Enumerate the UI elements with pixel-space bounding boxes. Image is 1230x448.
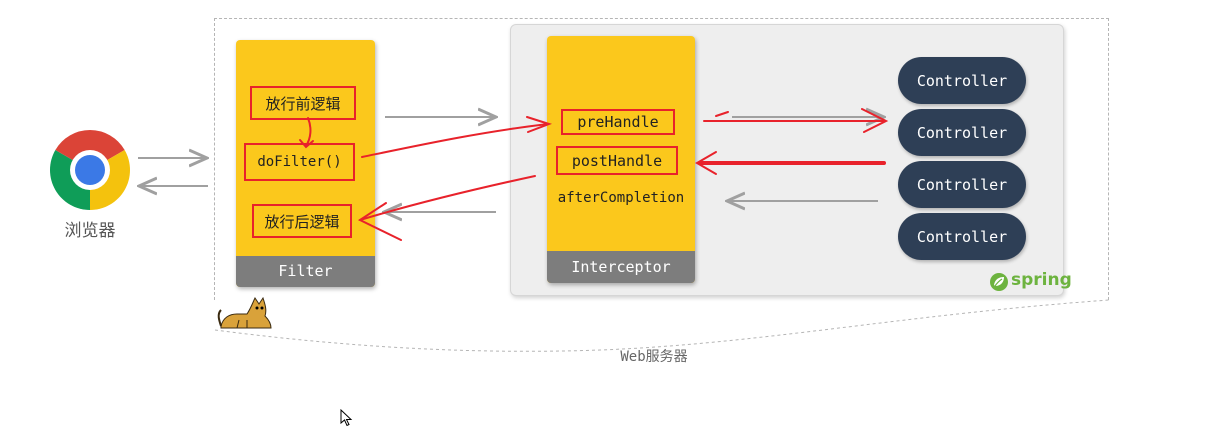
mouse-cursor-icon: [340, 409, 353, 427]
web-server-label: Web服务器: [620, 349, 688, 365]
controller-3: Controller: [898, 161, 1026, 208]
chrome-icon: [50, 130, 130, 210]
filter-panel: Filter: [236, 40, 375, 287]
controller-2: Controller: [898, 109, 1026, 156]
controller-4: Controller: [898, 213, 1026, 260]
interceptor-panel: Interceptor: [547, 36, 695, 283]
post-handle-box: postHandle: [556, 146, 678, 175]
interceptor-title: Interceptor: [547, 251, 695, 283]
do-filter-box: doFilter(): [244, 143, 355, 181]
after-logic-box: 放行后逻辑: [252, 204, 352, 238]
before-logic-box: 放行前逻辑: [250, 86, 356, 120]
spring-label: spring: [1011, 270, 1072, 290]
spring-leaf-icon: [990, 273, 1008, 291]
web-server-region: [214, 18, 1109, 300]
pre-handle-box: preHandle: [561, 109, 675, 135]
browser-label: 浏览器: [64, 221, 116, 241]
after-completion-label: afterCompletion: [557, 190, 685, 206]
filter-title: Filter: [236, 256, 375, 287]
tomcat-icon: [217, 296, 272, 329]
controller-1: Controller: [898, 57, 1026, 104]
red-annotations: [299, 108, 889, 241]
